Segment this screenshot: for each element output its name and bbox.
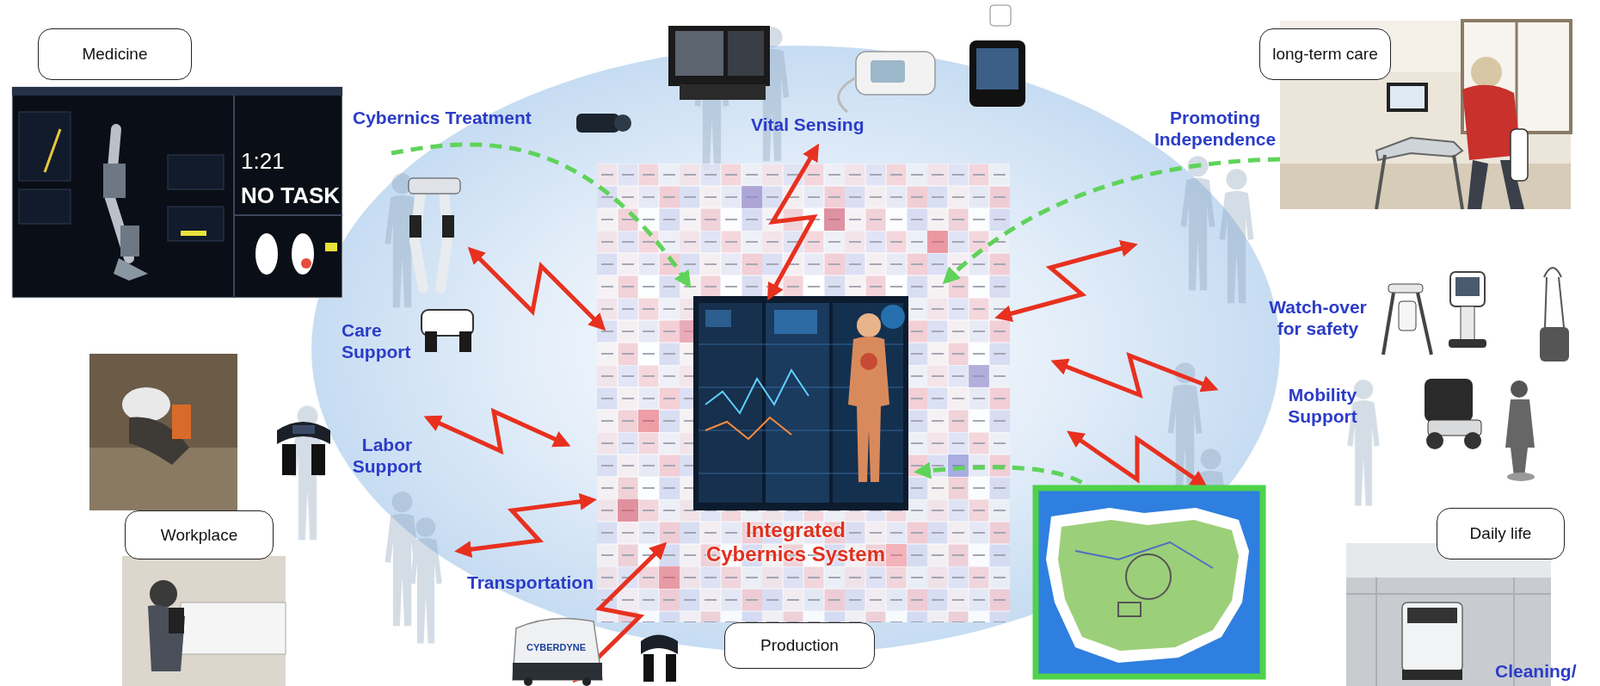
context-box: Production	[724, 621, 875, 669]
context-label: Medicine	[81, 44, 148, 64]
application-label: Promoting Independence	[1144, 107, 1287, 151]
application-label: Mobility Support	[1273, 384, 1373, 428]
system-title: Integrated Cybernics System	[701, 517, 891, 567]
application-label: Cybernics Treatment	[352, 107, 532, 130]
screen-status: NO TASK	[240, 182, 340, 210]
application-label: Care Support	[341, 320, 428, 364]
application-label: Vital Sensing	[750, 114, 865, 136]
application-label: Labor Support	[339, 434, 435, 478]
screen-time: 1:21	[240, 147, 285, 175]
context-box: Workplace	[124, 510, 274, 560]
context-label: long-term care	[1272, 44, 1379, 64]
context-box: Daily life	[1436, 507, 1565, 560]
context-box: long-term care	[1259, 28, 1391, 80]
context-label: Production	[760, 635, 839, 655]
robot-brand: CYBERDYNE	[526, 641, 586, 653]
context-label: Workplace	[160, 525, 238, 545]
application-label: Cleaning/	[1495, 660, 1577, 683]
application-label: Transportation	[467, 572, 594, 594]
context-label: Daily life	[1470, 523, 1533, 543]
context-box: Medicine	[37, 28, 192, 80]
application-label: Watch-over for safety	[1257, 296, 1379, 340]
